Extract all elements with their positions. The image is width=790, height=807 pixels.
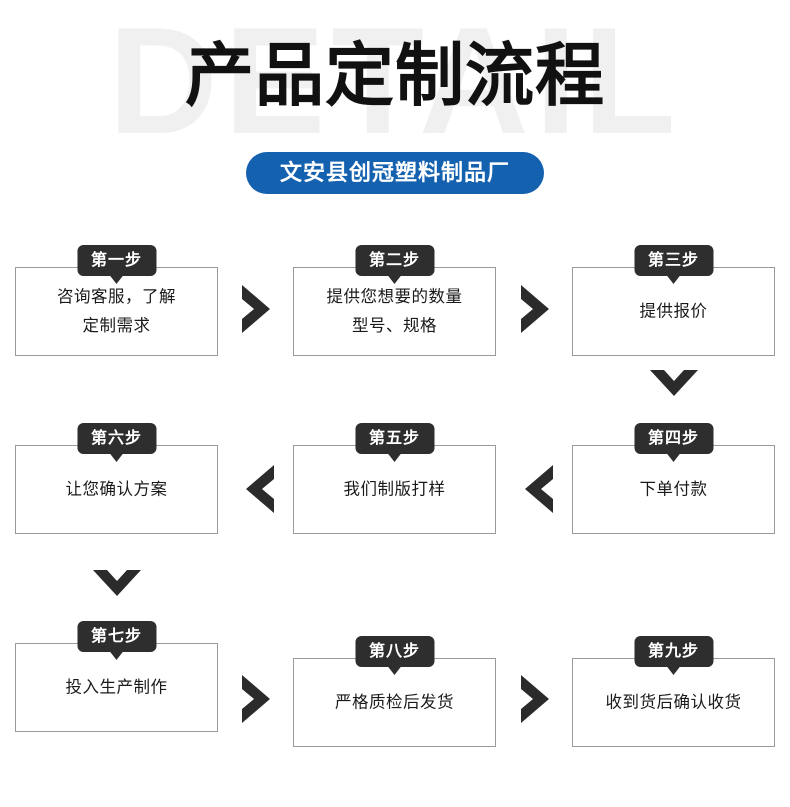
- step-text-6-line-1: 让您确认方案: [65, 480, 168, 498]
- step-box-3: 第三步 提供报价: [572, 245, 775, 356]
- step-text-1: 咨询客服，了解 定制需求: [16, 283, 217, 341]
- arrow-step4-to-step5-icon: [515, 463, 559, 515]
- step-text-2-line-2: 型号、规格: [352, 316, 437, 335]
- step-badge-1: 第一步: [76, 245, 157, 284]
- step-text-5-line-1: 我们制版打样: [343, 480, 446, 498]
- step-badge-5: 第五步: [354, 423, 435, 462]
- step-badge-3: 第三步: [633, 245, 714, 284]
- step-box-7: 第七步 投入生产制作: [15, 621, 218, 732]
- step-text-6: 让您确认方案: [16, 476, 217, 503]
- step-text-5: 我们制版打样: [294, 476, 495, 503]
- page-title: 产品定制流程: [185, 37, 605, 114]
- step-text-7-line-1: 投入生产制作: [65, 678, 168, 696]
- step-text-9-line-1: 收到货后确认收货: [605, 693, 742, 711]
- step-text-3: 提供报价: [573, 298, 774, 325]
- step-badge-2: 第二步: [354, 245, 435, 284]
- step-text-4-line-1: 下单付款: [639, 480, 708, 498]
- step-text-8: 严格质检后发货: [294, 689, 495, 716]
- step-badge-6: 第六步: [76, 423, 157, 462]
- step-text-8-line-1: 严格质检后发货: [335, 693, 454, 711]
- step-text-2: 提供您想要的数量 型号、规格: [294, 283, 495, 341]
- step-text-9: 收到货后确认收货: [573, 689, 774, 716]
- step-box-9: 第九步 收到货后确认收货: [572, 636, 775, 747]
- arrow-step8-to-step9-icon: [515, 673, 559, 725]
- step-text-3-line-1: 提供报价: [639, 302, 708, 320]
- arrow-step3-to-step4-icon: [648, 366, 700, 406]
- step-text-7: 投入生产制作: [16, 674, 217, 701]
- step-text-1-line-2: 定制需求: [82, 316, 151, 335]
- company-name-badge: 文安县创冠塑料制品厂: [245, 152, 545, 194]
- arrow-step1-to-step2-icon: [236, 283, 280, 335]
- step-text-1-line-1: 咨询客服，了解: [57, 287, 176, 306]
- step-box-5: 第五步 我们制版打样: [293, 423, 496, 534]
- step-box-4: 第四步 下单付款: [572, 423, 775, 534]
- arrow-step5-to-step6-icon: [236, 463, 280, 515]
- step-badge-8: 第八步: [354, 636, 435, 675]
- arrow-step2-to-step3-icon: [515, 283, 559, 335]
- step-badge-7: 第七步: [76, 621, 157, 660]
- step-box-6: 第六步 让您确认方案: [15, 423, 218, 534]
- step-box-8: 第八步 严格质检后发货: [293, 636, 496, 747]
- step-box-2: 第二步 提供您想要的数量 型号、规格: [293, 245, 496, 356]
- step-text-2-line-1: 提供您想要的数量: [326, 287, 463, 306]
- step-box-1: 第一步 咨询客服，了解 定制需求: [15, 245, 218, 356]
- arrow-step6-to-step7-icon: [91, 566, 143, 606]
- arrow-step7-to-step8-icon: [236, 673, 280, 725]
- step-badge-9: 第九步: [633, 636, 714, 675]
- detail-watermark-text: DETAIL: [108, 0, 682, 166]
- step-badge-4: 第四步: [633, 423, 714, 462]
- step-text-4: 下单付款: [573, 476, 774, 503]
